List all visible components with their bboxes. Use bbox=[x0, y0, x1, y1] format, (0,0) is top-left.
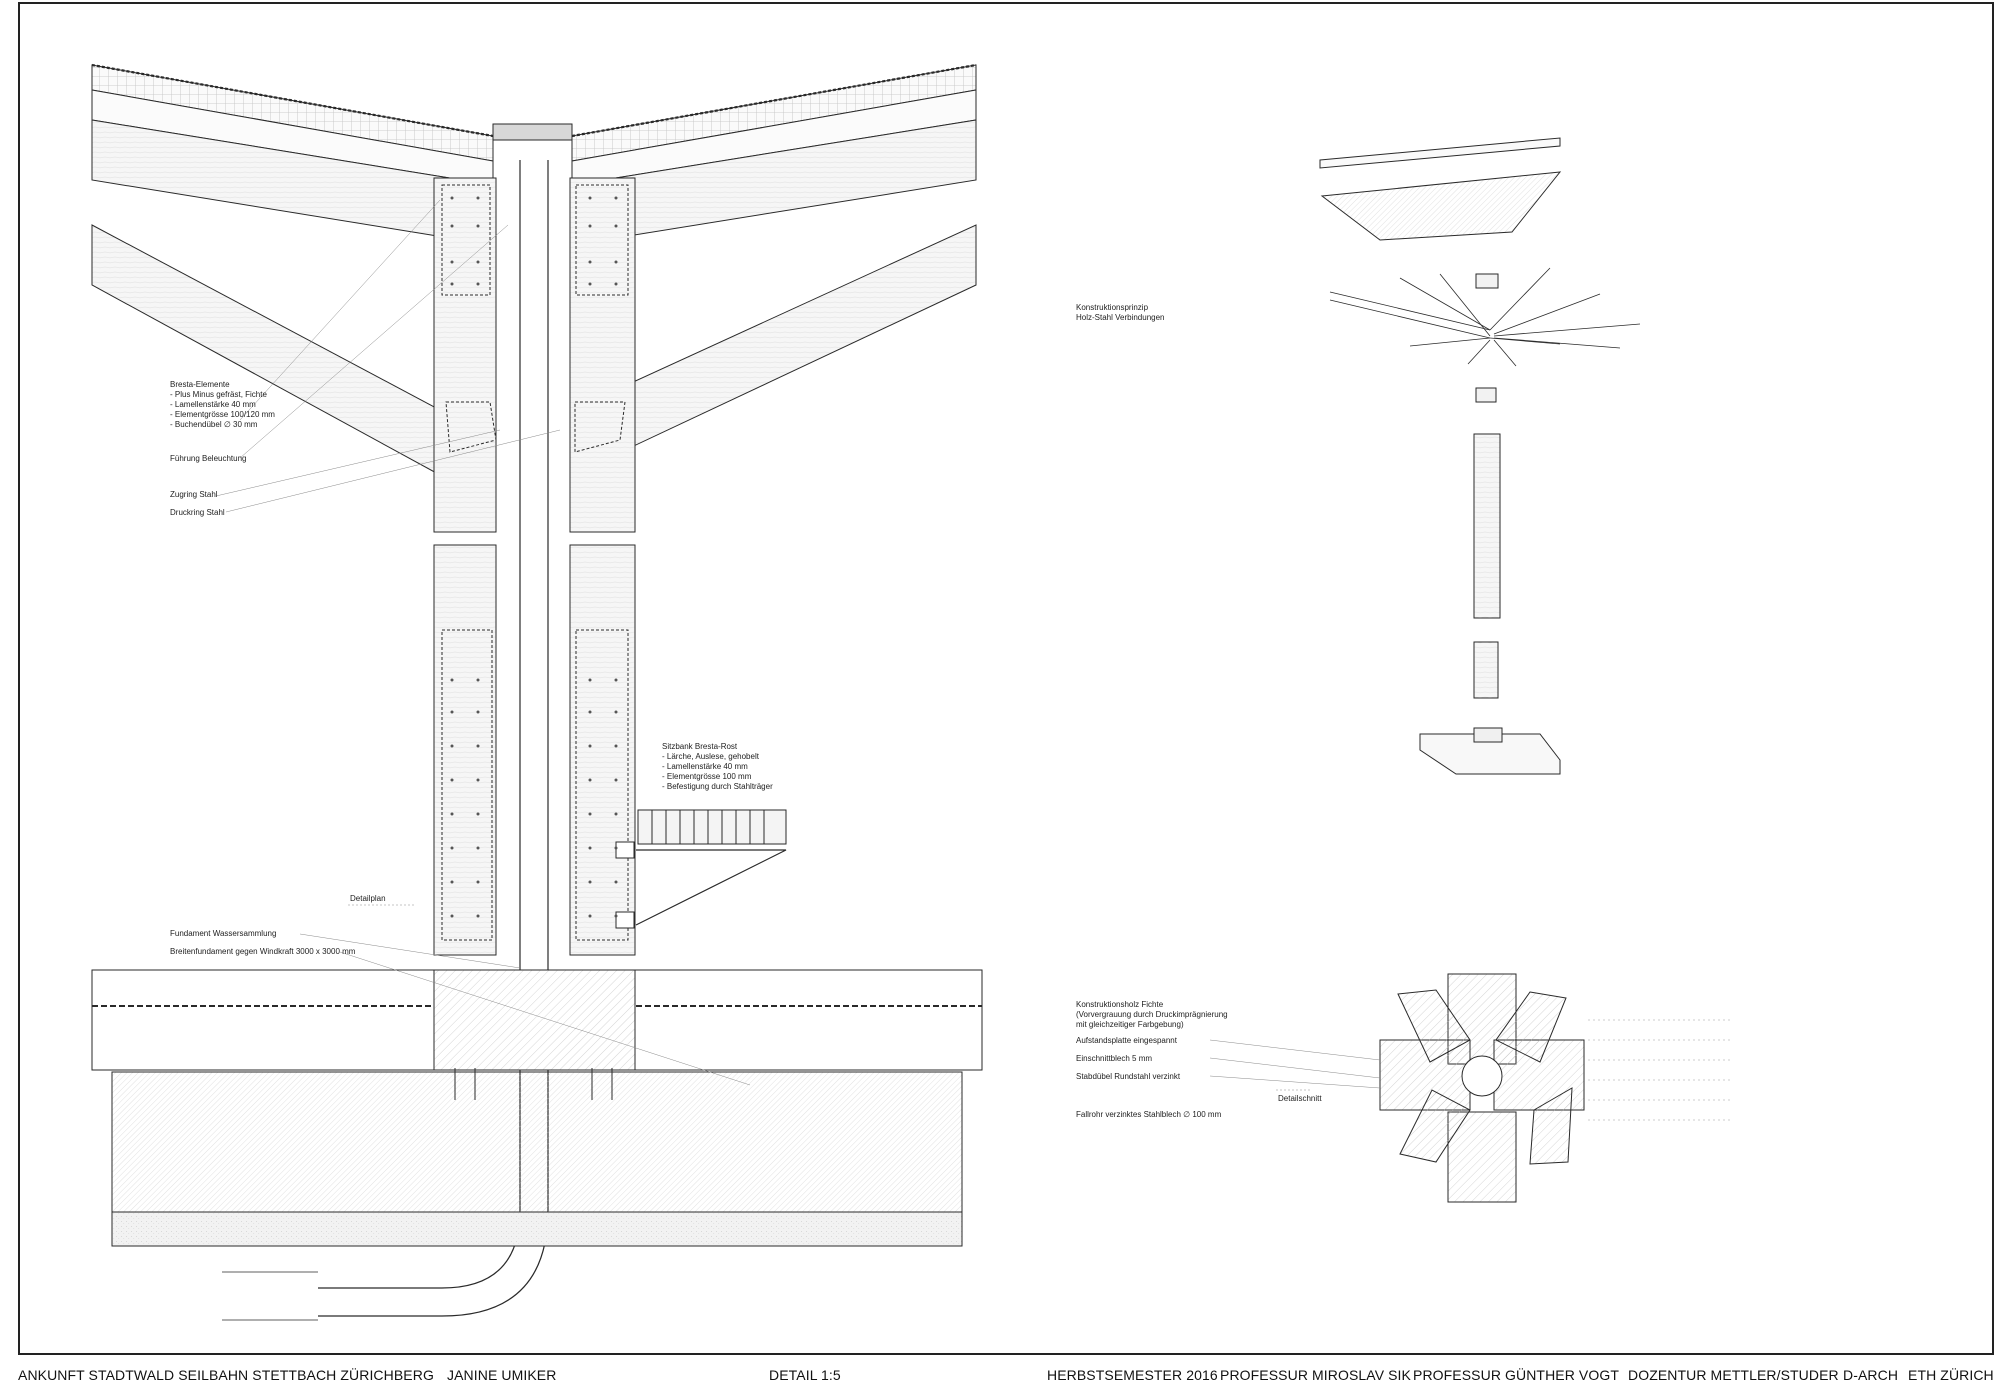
axo-column-base bbox=[1473, 641, 1499, 699]
section-drawing bbox=[91, 63, 983, 1321]
label-sitzbank-line: - Elementgrösse 100 mm bbox=[662, 772, 752, 781]
label-stabduebel: Stabdübel Rundstahl verzinkt bbox=[1076, 1072, 1181, 1081]
footer-detail-scale: DETAIL 1:5 bbox=[769, 1367, 841, 1383]
column-right-lower bbox=[569, 544, 636, 956]
bench-bracket bbox=[635, 849, 787, 926]
label-konstruktionsholz-line: (Vorvergrauung durch Druckimprägnierung bbox=[1076, 1010, 1228, 1019]
footer-d-arch: D-ARCH bbox=[1843, 1367, 1899, 1383]
label-detailplan: Detailplan bbox=[350, 894, 386, 903]
label-einschnittblech: Einschnittblech 5 mm bbox=[1076, 1054, 1153, 1063]
footer-professur-vogt: PROFESSUR GÜNTHER VOGT bbox=[1413, 1367, 1619, 1383]
footer-project-title: ANKUNFT STADTWALD SEILBAHN STETTBACH ZÜR… bbox=[18, 1367, 434, 1383]
label-konstruktionsprinzip-line: Holz-Stahl Verbindungen bbox=[1076, 313, 1165, 322]
label-druckring-stahl: Druckring Stahl bbox=[170, 508, 225, 517]
label-fuehrung-beleuchtung: Führung Beleuchtung bbox=[170, 454, 247, 463]
plan-downpipe bbox=[1461, 1055, 1503, 1097]
plan-arms bbox=[1379, 973, 1585, 1203]
footer-author: JANINE UMIKER bbox=[447, 1367, 557, 1383]
label-bresta-line: - Elementgrösse 100/120 mm bbox=[170, 410, 275, 419]
label-aufstandsplatte: Aufstandsplatte eingespannt bbox=[1076, 1036, 1177, 1045]
label-konstruktionsholz-line: Konstruktionsholz Fichte bbox=[1076, 1000, 1164, 1009]
axo-beam-star bbox=[1329, 267, 1641, 367]
plan-detail bbox=[1209, 973, 1730, 1203]
footer-eth-zuerich: ETH ZÜRICH bbox=[1908, 1367, 1994, 1383]
footer-semester: HERBSTSEMESTER 2016 bbox=[1047, 1367, 1218, 1383]
axo-roof-cap bbox=[1319, 137, 1561, 169]
label-fundament-wassersammlung: Fundament Wassersammlung bbox=[170, 929, 277, 938]
label-sitzbank: Sitzbank Bresta-Rost - Lärche, Auslese, … bbox=[662, 742, 773, 792]
label-konstruktionsprinzip-line: Konstruktionsprinzip bbox=[1076, 303, 1149, 312]
bench-slats bbox=[637, 809, 787, 845]
label-sitzbank-line: - Befestigung durch Stahlträger bbox=[662, 782, 773, 791]
column-left-lower bbox=[433, 544, 497, 956]
ground-layer-bottom bbox=[111, 1211, 963, 1247]
skylight-cap bbox=[492, 123, 573, 141]
label-sitzbank-line: - Lamellenstärke 40 mm bbox=[662, 762, 748, 771]
label-bresta-line: - Plus Minus gefräst, Fichte bbox=[170, 390, 267, 399]
label-zugring-stahl: Zugring Stahl bbox=[170, 490, 218, 499]
axo-connector-top bbox=[1475, 273, 1499, 289]
strut-left bbox=[91, 224, 441, 476]
label-bresta-title: Bresta-Elemente bbox=[170, 380, 230, 389]
label-bresta-line: - Buchendübel ∅ 30 mm bbox=[170, 420, 258, 429]
ground-layer-gravel bbox=[111, 1071, 963, 1213]
drawing-sheet-frame bbox=[18, 2, 1994, 1355]
label-bresta-elemente: Bresta-Elemente - Plus Minus gefräst, Fi… bbox=[170, 380, 275, 430]
axo-roof-panel bbox=[1320, 171, 1562, 241]
label-sitzbank-title: Sitzbank Bresta-Rost bbox=[662, 742, 738, 751]
label-bresta-line: - Lamellenstärke 40 mm bbox=[170, 400, 256, 409]
label-fallrohr: Fallrohr verzinktes Stahlblech ∅ 100 mm bbox=[1076, 1110, 1222, 1119]
axo-ring-mid bbox=[1475, 387, 1497, 403]
column-right-upper bbox=[569, 177, 636, 533]
column-left-upper bbox=[433, 177, 497, 533]
axo-footing bbox=[1419, 733, 1561, 775]
footer-professur-sik: PROFESSUR MIROSLAV SIK bbox=[1220, 1367, 1411, 1383]
label-konstruktionsholz: Konstruktionsholz Fichte (Vorvergrauung … bbox=[1076, 1000, 1228, 1030]
label-konstruktionsholz-line: mit gleichzeitiger Farbgebung) bbox=[1076, 1020, 1184, 1029]
axo-column bbox=[1473, 433, 1501, 619]
label-sitzbank-line: - Lärche, Auslese, gehobelt bbox=[662, 752, 759, 761]
foundation-block bbox=[433, 969, 636, 1071]
label-breitenfundament: Breitenfundament gegen Windkraft 3000 x … bbox=[170, 947, 356, 956]
label-detailschnitt: Detailschnitt bbox=[1278, 1094, 1322, 1103]
footer-dozentur: DOZENTUR METTLER/STUDER bbox=[1628, 1367, 1839, 1383]
axonometric-exploded-view bbox=[1319, 137, 1641, 775]
label-konstruktionsprinzip: Konstruktionsprinzip Holz-Stahl Verbindu… bbox=[1076, 303, 1165, 323]
